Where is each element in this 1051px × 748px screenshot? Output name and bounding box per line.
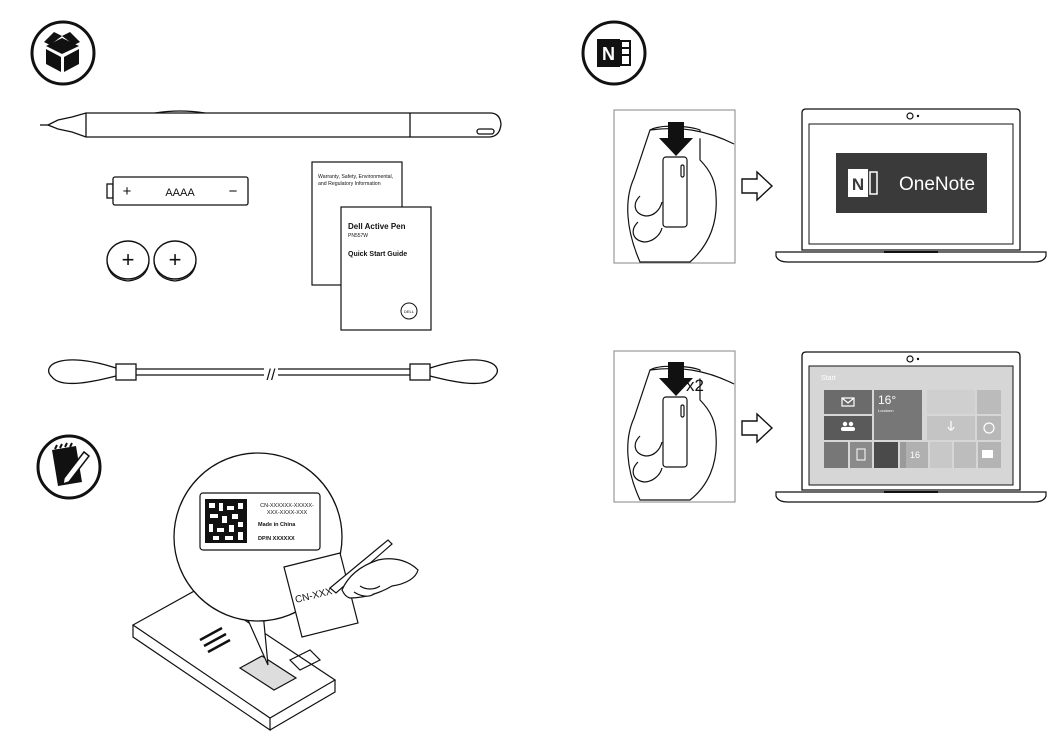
double-press-panel: x2 (613, 350, 736, 503)
product-box (131, 588, 337, 732)
quick-start-guide: Dell Active Pen PN557W Quick Start Guide… (340, 206, 432, 331)
warranty-doc-line1: Warranty, Safety, Environmental, (318, 174, 393, 180)
weather-tile (874, 390, 922, 440)
arrow-right-outline-icon-2 (741, 412, 774, 444)
label-line3: Made in China (258, 522, 296, 528)
note-card: CN-XXX (283, 552, 359, 638)
warranty-doc-line2: and Regulatory Information (318, 181, 381, 187)
clock-icon (983, 422, 995, 434)
single-press-panel (613, 109, 736, 264)
people-icon (841, 421, 855, 431)
writing-hand (329, 539, 419, 599)
tether-break-mark: // (267, 367, 276, 384)
laptop-start-screen: Start 16° Londonn 16 (775, 351, 1047, 503)
battery-type-label: AAAA (165, 187, 195, 199)
laptop-onenote: N OneNote (775, 108, 1047, 263)
temp-tile (906, 442, 928, 468)
guide-model: PN557W (348, 233, 368, 239)
light-tile (927, 390, 975, 414)
tile-temp: 16 (910, 450, 920, 460)
battery-minus-label: − (229, 183, 238, 200)
weather-temp: 16° (878, 393, 896, 407)
alarm-tile (977, 416, 1001, 440)
mail-icon (841, 397, 855, 407)
label-line2: XXX-XXXX-XXX (267, 510, 308, 516)
onenote-tile-letter: N (852, 175, 864, 194)
microphone-icon (947, 421, 955, 431)
coin-cell-plus-2: + (169, 247, 182, 272)
start-title: Start (821, 375, 836, 382)
pen-tether: // (48, 359, 498, 385)
guide-subtitle: Quick Start Guide (348, 251, 407, 258)
data-matrix-code (205, 499, 247, 543)
weather-city: Londonn (878, 408, 894, 413)
dell-logo: DELL (404, 309, 415, 314)
active-pen (40, 110, 502, 138)
camera-icon (982, 450, 993, 458)
tile-b (954, 442, 976, 468)
coin-cell-batteries: + + (106, 240, 197, 282)
open-box-icon (30, 20, 96, 86)
onenote-icon: N (581, 20, 647, 86)
aaaa-battery: + AAAA − (106, 176, 249, 206)
photo-tile (824, 442, 848, 468)
svg-text:N: N (602, 44, 615, 64)
battery-plus-label: + (123, 183, 132, 200)
arrow-right-outline-icon (741, 170, 774, 202)
double-click-label: x2 (686, 376, 704, 395)
guide-title: Dell Active Pen (348, 222, 406, 231)
onenote-app-name: OneNote (899, 174, 975, 195)
mail-tile (824, 390, 872, 414)
label-line4: DP/N XXXXXX (258, 536, 295, 542)
notepad-pen-icon (36, 434, 102, 500)
tile-a (930, 442, 952, 468)
dark-tile (874, 442, 898, 468)
light-tile-2 (977, 390, 1001, 414)
calculator-tile (850, 442, 872, 468)
label-line1: CN-XXXXXX-XXXXX- (260, 503, 314, 509)
coin-cell-plus-1: + (122, 247, 135, 272)
